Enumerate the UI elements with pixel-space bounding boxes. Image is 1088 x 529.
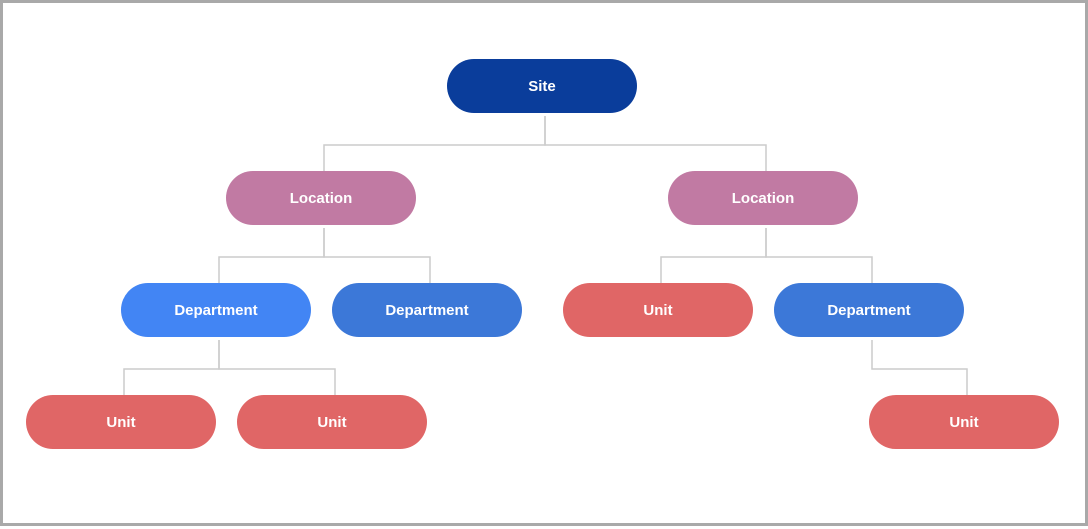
connector-site-to-location_right (544, 116, 767, 174)
department-label: Department (174, 301, 258, 319)
connector-lines (123, 116, 968, 398)
connector-department_1-to-unit_1a (123, 340, 220, 398)
site-label: Site (528, 77, 556, 95)
unit-label: Unit (643, 301, 673, 319)
department-node-1: Department (121, 283, 311, 337)
unit-node-1b: Unit (237, 395, 427, 449)
unit-label: Unit (317, 413, 347, 431)
location-label: Location (289, 189, 353, 207)
department-label: Department (385, 301, 469, 319)
department-node-4: Department (774, 283, 964, 337)
connector-department_1-to-unit_1b (218, 340, 336, 398)
connector-location_left-to-department_1 (218, 228, 325, 286)
unit-label: Unit (106, 413, 136, 431)
unit-label: Unit (949, 413, 979, 431)
unit-node-1a: Unit (26, 395, 216, 449)
connector-location_left-to-department_2 (323, 228, 431, 286)
connector-site-to-location_left (323, 116, 546, 174)
site-node: Site (447, 59, 637, 113)
connector-location_right-to-unit_3 (660, 228, 767, 286)
department-label: Department (827, 301, 911, 319)
location-node-right: Location (668, 171, 858, 225)
department-node-2: Department (332, 283, 522, 337)
connector-location_right-to-department_4 (765, 228, 873, 286)
unit-node-4a: Unit (869, 395, 1059, 449)
location-node-left: Location (226, 171, 416, 225)
unit-node-3: Unit (563, 283, 753, 337)
connector-department_4-to-unit_4a (871, 340, 968, 398)
location-label: Location (731, 189, 795, 207)
